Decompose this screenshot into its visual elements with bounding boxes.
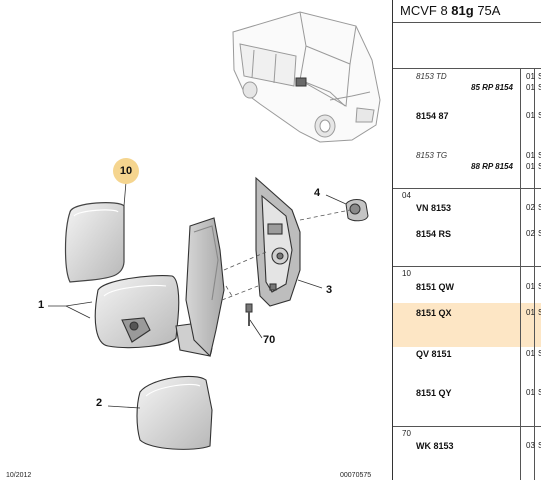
part-qty: 01 (526, 388, 535, 397)
screw-part-70 (245, 303, 253, 326)
part-edge: S (538, 162, 541, 171)
callout-10[interactable]: 10 (113, 158, 139, 184)
part-qty: 01 (526, 83, 535, 92)
divider (393, 426, 541, 427)
part-edge: S (538, 151, 541, 160)
part-qty: 02 (526, 203, 535, 212)
divider (393, 68, 541, 69)
footer-date: 10/2012 (6, 472, 32, 479)
mirror-body-part-1 (94, 217, 225, 358)
part-edge: S (538, 349, 541, 358)
part-ref[interactable]: 8151 QY (416, 388, 452, 398)
part-qty: 01 (526, 308, 535, 317)
part-qty: 01 (526, 162, 535, 171)
part-ref[interactable]: 8153 TG (416, 151, 448, 160)
group-number: 70 (402, 429, 411, 438)
exploded-parts-diagram: 10 1 2 3 4 70 10/2012 00070575 (6, 11, 381, 479)
van-illustration (232, 11, 381, 143)
selected-row-highlight (393, 303, 541, 347)
part-ref[interactable]: 88 RP 8154 (471, 162, 513, 171)
title-suffix: 75A (477, 3, 501, 18)
part-edge: S (538, 308, 541, 317)
part-qty: 03 (526, 441, 535, 450)
part-edge: S (538, 203, 541, 212)
parts-list-panel: MCVF 8 81g 75A 8153 TD 01 S 85 RP 8154 0… (392, 0, 541, 480)
part-ref[interactable]: QV 8151 (416, 349, 452, 359)
part-ref-selected[interactable]: 8151 QX (416, 308, 452, 318)
group-number: 10 (402, 269, 411, 278)
callout-3[interactable]: 3 (326, 284, 333, 296)
column-divider (520, 68, 521, 480)
divider (393, 188, 541, 189)
panel-title: MCVF 8 81g 75A (400, 3, 500, 18)
title-bold: 81g (451, 3, 474, 18)
part-qty: 01 (526, 349, 535, 358)
callout-70[interactable]: 70 (263, 334, 276, 346)
part-qty: 01 (526, 151, 535, 160)
housing-part-3 (255, 176, 301, 307)
mirror-glass-part-10 (64, 202, 125, 283)
column-divider (534, 68, 535, 480)
title-prefix: MCVF 8 (400, 3, 448, 18)
part-ref[interactable]: 8151 QW (416, 282, 455, 292)
part-ref[interactable]: 8153 TD (416, 72, 447, 81)
group-number: 04 (402, 191, 411, 200)
part-edge: S (538, 72, 541, 81)
diagram-drawing (48, 11, 381, 450)
divider (393, 22, 541, 23)
callout-2[interactable]: 2 (96, 397, 103, 409)
cover-part-2 (136, 375, 213, 450)
divider (393, 266, 541, 267)
part-qty: 02 (526, 229, 535, 238)
part-edge: S (538, 441, 541, 450)
part-edge: S (538, 83, 541, 92)
part-qty: 01 (526, 72, 535, 81)
footer-ref: 00070575 (340, 472, 372, 479)
part-qty: 01 (526, 111, 535, 120)
part-ref[interactable]: WK 8153 (416, 441, 454, 451)
part-ref[interactable]: 8154 87 (416, 111, 449, 121)
part-edge: S (538, 111, 541, 120)
van-mirror-highlight (295, 77, 307, 87)
part-edge: S (538, 229, 541, 238)
part-ref[interactable]: 85 RP 8154 (471, 83, 513, 92)
clip-part-4 (345, 199, 369, 222)
assembly-guide-lines (221, 209, 351, 301)
part-ref[interactable]: VN 8153 (416, 203, 452, 213)
leader-lines (48, 181, 347, 409)
part-ref[interactable]: 8154 RS (416, 229, 452, 239)
part-qty: 01 (526, 282, 535, 291)
callout-4[interactable]: 4 (314, 187, 321, 199)
part-edge: S (538, 282, 541, 291)
part-edge: S (538, 388, 541, 397)
callout-1[interactable]: 1 (38, 299, 45, 311)
